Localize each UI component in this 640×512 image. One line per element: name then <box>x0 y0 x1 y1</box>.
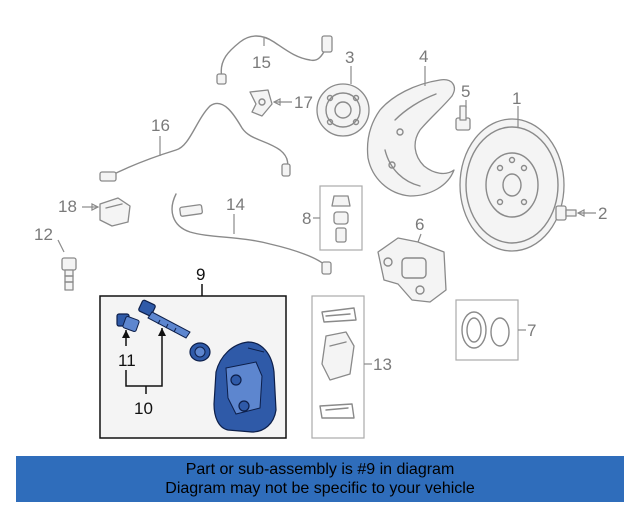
part-3-hub-bearing: 3 <box>316 48 370 137</box>
callout-14[interactable]: 14 <box>226 195 245 214</box>
callout-9[interactable]: 9 <box>196 265 205 284</box>
callout-4[interactable]: 4 <box>419 47 428 66</box>
part-7-seal-kit: 7 <box>455 299 536 361</box>
callout-11[interactable]: 11 <box>118 351 136 370</box>
dust-boot[interactable] <box>189 342 211 362</box>
callout-3[interactable]: 3 <box>345 48 354 67</box>
info-banner: Part or sub-assembly is #9 in diagram Di… <box>16 456 624 502</box>
part-17-bracket: 17 <box>249 89 313 117</box>
callout-6[interactable]: 6 <box>415 215 424 234</box>
guide-bolt-long[interactable] <box>138 299 191 339</box>
callout-2[interactable]: 2 <box>598 204 607 223</box>
part-1-rotor: 1 <box>459 89 565 252</box>
part-18-clip: 18 <box>58 197 131 227</box>
caliper-body[interactable] <box>213 341 277 433</box>
part-9-caliper-assembly: 9 11 <box>99 265 287 439</box>
part-6-caliper-carrier: 6 <box>377 215 447 303</box>
callout-12[interactable]: 12 <box>34 225 53 244</box>
banner-line-2: Diagram may not be specific to your vehi… <box>165 480 475 497</box>
callout-17[interactable]: 17 <box>294 93 313 112</box>
guide-bolt-short[interactable] <box>116 313 140 332</box>
part-8-pin-kit: 8 <box>302 185 363 251</box>
part-15-sensor-wire: 15 <box>216 35 333 85</box>
callout-8[interactable]: 8 <box>302 209 311 228</box>
part-12-bolt: 12 <box>34 225 77 291</box>
exploded-parts-diagram: 15 3 17 4 5 <box>34 35 607 439</box>
callout-7[interactable]: 7 <box>527 321 536 340</box>
part-14-sensor-wire: 14 <box>171 193 332 275</box>
banner-line-1: Part or sub-assembly is #9 in diagram <box>185 461 455 478</box>
part-2-bolt: 2 <box>555 204 607 223</box>
part-4-splash-shield: 4 <box>366 47 455 197</box>
callout-15[interactable]: 15 <box>252 53 271 72</box>
callout-16[interactable]: 16 <box>151 116 170 135</box>
part-13-brake-pads: 13 <box>311 295 392 439</box>
callout-10[interactable]: 10 <box>134 399 153 418</box>
callout-13[interactable]: 13 <box>373 355 392 374</box>
callout-5[interactable]: 5 <box>461 82 470 101</box>
callout-1[interactable]: 1 <box>512 89 521 108</box>
callout-18[interactable]: 18 <box>58 197 77 216</box>
part-16-sensor-wire: 16 <box>99 102 291 182</box>
part-5-bolt: 5 <box>455 82 471 131</box>
